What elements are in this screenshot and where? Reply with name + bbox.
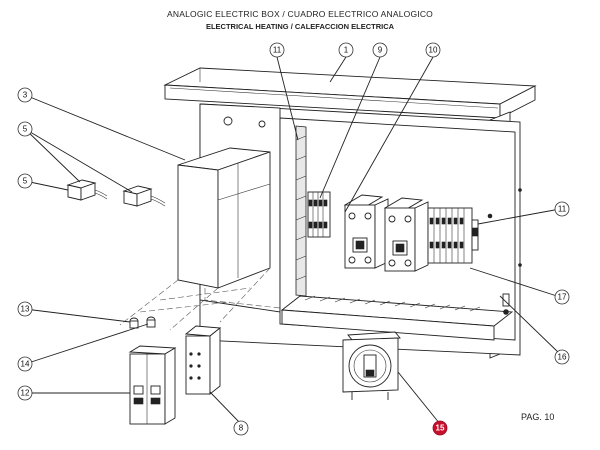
- fuse-holders: [129, 316, 156, 329]
- callout-3-label: 3: [23, 91, 28, 100]
- diagram-subtitle: ELECTRICAL HEATING / CALEFACCION ELECTRI…: [205, 22, 395, 31]
- callout-9: 9: [372, 42, 388, 58]
- callout-1-label: 1: [344, 46, 349, 55]
- callout-12-label: 12: [21, 389, 30, 398]
- callout-9-label: 9: [378, 46, 383, 55]
- callout-8-label: 8: [239, 424, 244, 433]
- callout-5-lower: 5: [17, 173, 33, 189]
- callout-11-top-label: 11: [273, 46, 282, 55]
- callout-8: 8: [233, 420, 249, 436]
- fuse-block-right: [122, 185, 166, 207]
- projection-lines: [119, 267, 271, 331]
- callout-10-label: 10: [429, 46, 438, 55]
- callout-16-label: 16: [558, 353, 567, 362]
- callout-11-right-label: 11: [558, 205, 567, 214]
- relay-module: [184, 325, 222, 395]
- terminal-block: [307, 191, 331, 238]
- callout-11-right: 11: [554, 201, 570, 217]
- callout-13: 13: [17, 301, 33, 317]
- control-module-box: [177, 147, 271, 289]
- callout-15-label: 15: [436, 424, 445, 433]
- terminal-strip: [427, 207, 479, 264]
- callout-17-label: 17: [558, 293, 567, 302]
- diagram-title: ANALOGIC ELECTRIC BOX / CUADRO ELECTRICO…: [167, 9, 433, 19]
- callout-5-upper: 5: [17, 121, 33, 137]
- callout-15: 15: [432, 420, 448, 436]
- circuit-breaker: [128, 345, 177, 425]
- callout-1: 1: [338, 42, 354, 58]
- callout-3: 3: [17, 87, 33, 103]
- callout-16: 16: [554, 349, 570, 365]
- callout-14-label: 14: [21, 360, 30, 369]
- main-switch: [342, 331, 401, 400]
- callout-11-top: 11: [269, 42, 285, 58]
- callout-10: 10: [425, 42, 441, 58]
- callout-5-upper-label: 5: [23, 125, 28, 134]
- ground-screw: [502, 293, 510, 315]
- callout-13-label: 13: [21, 305, 30, 314]
- page-number: PAG. 10: [521, 412, 555, 422]
- callout-12: 12: [17, 385, 33, 401]
- contactor-left: [343, 194, 389, 269]
- callout-17: 17: [554, 289, 570, 305]
- fuse-block-left: [66, 179, 108, 201]
- callout-5-lower-label: 5: [23, 177, 28, 186]
- callout-14: 14: [17, 356, 33, 372]
- leader-lines: [24, 56, 561, 425]
- contactor-right: [383, 197, 429, 272]
